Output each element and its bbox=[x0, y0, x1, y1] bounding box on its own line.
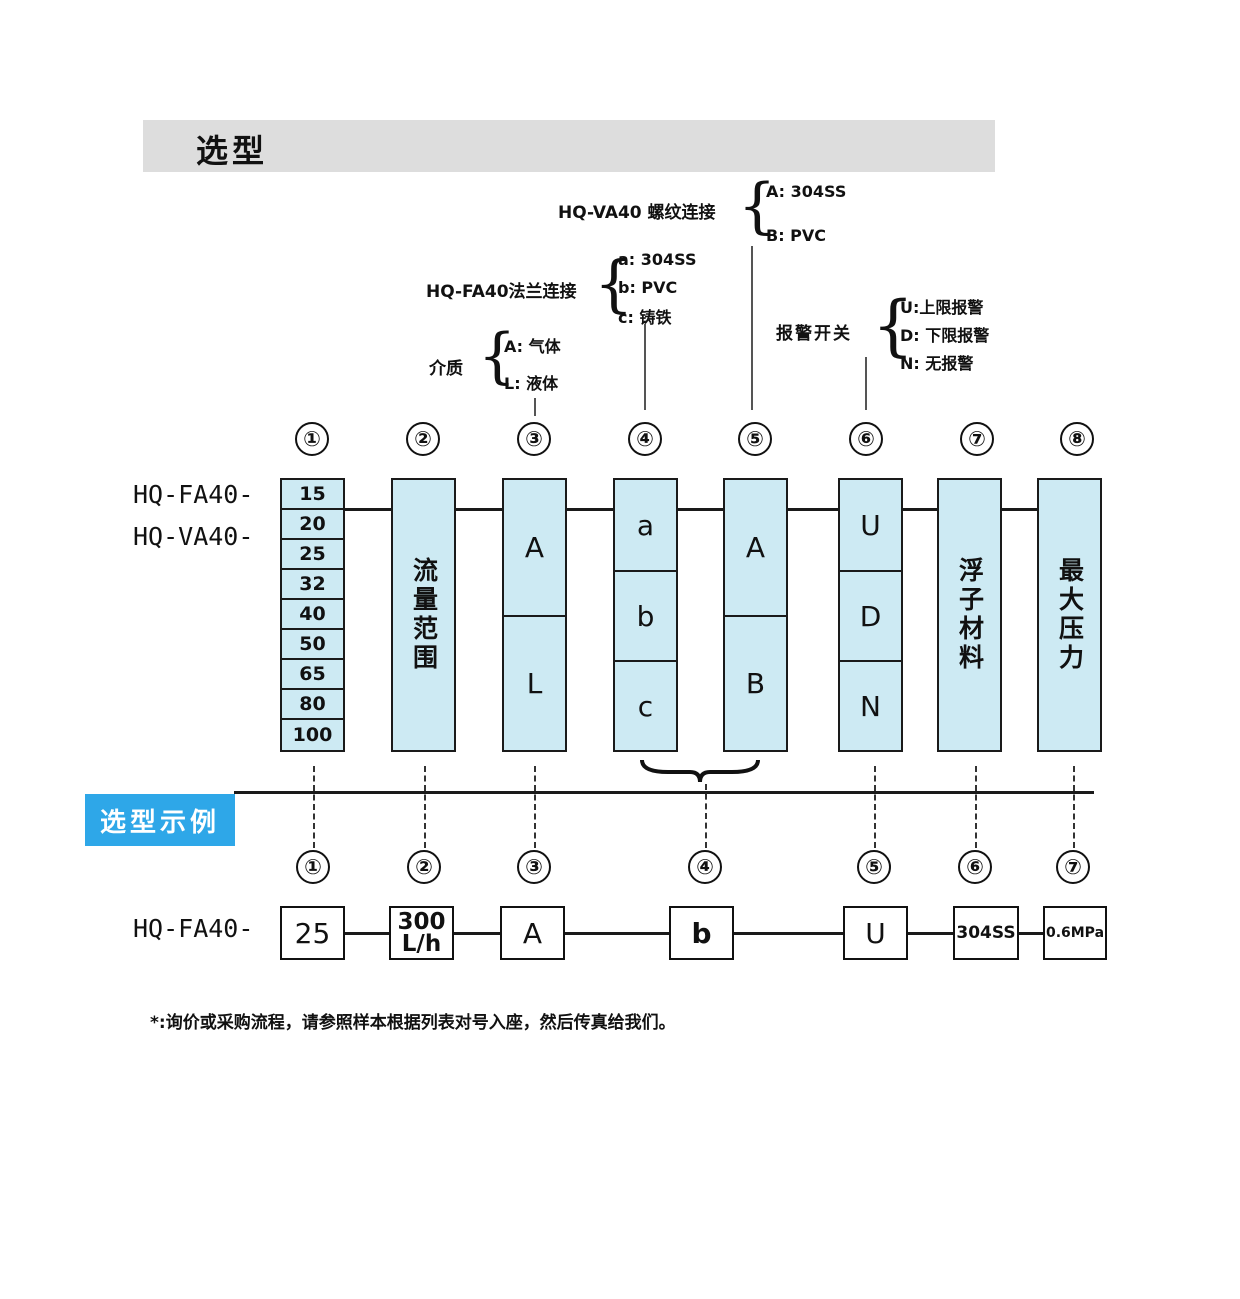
size-cell: 100 bbox=[292, 724, 333, 746]
example-value-text: U bbox=[865, 916, 886, 950]
fa40-option-c: c: 铸铁 bbox=[618, 308, 672, 327]
flange-material-cell: c bbox=[637, 689, 654, 723]
float-material-label: 浮子材料 bbox=[955, 557, 985, 673]
model-code-va40: HQ-VA40- bbox=[133, 522, 254, 551]
flange-material-cell: b bbox=[615, 572, 676, 662]
thread-material-cell: B bbox=[745, 667, 766, 700]
float-material-column: 浮子材料 bbox=[937, 478, 1002, 752]
flange-material-column: a b c bbox=[613, 478, 678, 752]
step-number-5: ⑤ bbox=[738, 422, 772, 456]
size-cell: 25 bbox=[282, 540, 343, 570]
connector-line-4 bbox=[644, 324, 646, 410]
example-step-number-3: ③ bbox=[517, 850, 551, 884]
fa40-option-b: b: PVC bbox=[618, 278, 678, 297]
alarm-brace-icon: { bbox=[872, 287, 914, 364]
example-value-text: b bbox=[691, 916, 712, 950]
dashed-guide-1 bbox=[313, 766, 315, 848]
step-number-3: ③ bbox=[517, 422, 551, 456]
merge-brace-icon bbox=[640, 759, 760, 783]
medium-option-l: L: 液体 bbox=[504, 374, 559, 393]
max-pressure-column: 最大压力 bbox=[1037, 478, 1102, 752]
size-cell: 50 bbox=[282, 630, 343, 660]
medium-option-a: A: 气体 bbox=[504, 337, 561, 356]
fa40-brace-icon: { bbox=[594, 247, 634, 320]
thread-material-cell: A bbox=[725, 480, 786, 617]
example-value-size: 25 bbox=[280, 906, 345, 960]
example-badge: 选型示例 bbox=[85, 794, 235, 846]
alarm-option-d: D: 下限报警 bbox=[900, 326, 990, 345]
example-value-medium: A bbox=[500, 906, 565, 960]
va40-brace-icon: { bbox=[738, 171, 777, 241]
va40-option-b: B: PVC bbox=[766, 226, 827, 245]
page-title: 选型 bbox=[196, 132, 269, 170]
step-number-6: ⑥ bbox=[849, 422, 883, 456]
step-number-4: ④ bbox=[628, 422, 662, 456]
alarm-column: U D N bbox=[838, 478, 903, 752]
dashed-guide-4 bbox=[705, 784, 707, 848]
example-step-number-7: ⑦ bbox=[1056, 850, 1090, 884]
size-cell: 32 bbox=[282, 570, 343, 600]
flange-material-cell: a bbox=[615, 480, 676, 572]
example-step-number-4: ④ bbox=[688, 850, 722, 884]
va40-option-label: HQ-VA40 螺纹连接 bbox=[558, 203, 716, 223]
connector-line-3 bbox=[534, 398, 536, 416]
medium-cell: L bbox=[526, 667, 543, 700]
example-step-number-2: ② bbox=[407, 850, 441, 884]
flow-range-label: 流量范围 bbox=[409, 557, 439, 673]
medium-brace-icon: { bbox=[478, 321, 517, 391]
size-cell: 80 bbox=[282, 690, 343, 720]
example-value-float-material: 304SS bbox=[953, 906, 1019, 960]
dashed-guide-5 bbox=[874, 766, 876, 848]
example-value-max-pressure: 0.6MPa bbox=[1043, 906, 1107, 960]
step-number-2: ② bbox=[406, 422, 440, 456]
dashed-guide-7 bbox=[1073, 766, 1075, 848]
connector-line-5 bbox=[751, 246, 753, 410]
example-step-number-6: ⑥ bbox=[958, 850, 992, 884]
dashed-guide-6 bbox=[975, 766, 977, 848]
example-step-number-5: ⑤ bbox=[857, 850, 891, 884]
alarm-option-u: U:上限报警 bbox=[900, 298, 984, 317]
example-step-number-1: ① bbox=[296, 850, 330, 884]
footnote: *:询价或采购流程，请参照样本根据列表对号入座，然后传真给我们。 bbox=[150, 1013, 676, 1033]
medium-option-label: 介质 bbox=[429, 359, 463, 379]
example-value-text: 300 L/h bbox=[397, 909, 446, 957]
example-model-code: HQ-FA40- bbox=[133, 914, 254, 943]
example-value-text: 25 bbox=[294, 916, 331, 950]
example-value-flow: 300 L/h bbox=[389, 906, 454, 960]
va40-option-a: A: 304SS bbox=[766, 182, 847, 201]
size-cell: 40 bbox=[282, 600, 343, 630]
fa40-option-label: HQ-FA40法兰连接 bbox=[426, 282, 577, 302]
alarm-option-n: N: 无报警 bbox=[900, 354, 974, 373]
flow-range-column: 流量范围 bbox=[391, 478, 456, 752]
alarm-cell: N bbox=[860, 689, 881, 723]
step-number-8: ⑧ bbox=[1060, 422, 1094, 456]
model-connector-line bbox=[344, 508, 1039, 511]
example-value-alarm: U bbox=[843, 906, 908, 960]
max-pressure-label: 最大压力 bbox=[1055, 557, 1085, 673]
fa40-option-a: a: 304SS bbox=[618, 250, 697, 269]
connector-line-6 bbox=[865, 357, 867, 410]
step-number-7: ⑦ bbox=[960, 422, 994, 456]
header-bar bbox=[143, 120, 995, 172]
medium-column: A L bbox=[502, 478, 567, 752]
dashed-guide-3 bbox=[534, 766, 536, 848]
alarm-cell: D bbox=[840, 572, 901, 662]
dashed-guide-2 bbox=[424, 766, 426, 848]
model-code-fa40: HQ-FA40- bbox=[133, 480, 254, 509]
size-column: 15 20 25 32 40 50 65 80 100 bbox=[280, 478, 345, 752]
alarm-cell: U bbox=[840, 480, 901, 572]
size-cell: 20 bbox=[282, 510, 343, 540]
section-separator bbox=[234, 791, 1094, 794]
medium-cell: A bbox=[504, 480, 565, 617]
example-value-material: b bbox=[669, 906, 734, 960]
alarm-option-label: 报警开关 bbox=[776, 324, 852, 344]
thread-material-column: A B bbox=[723, 478, 788, 752]
example-value-text: 0.6MPa bbox=[1045, 925, 1105, 941]
size-cell: 15 bbox=[282, 480, 343, 510]
example-value-text: A bbox=[522, 916, 543, 950]
step-number-1: ① bbox=[295, 422, 329, 456]
size-cell: 65 bbox=[282, 660, 343, 690]
example-value-text: 304SS bbox=[956, 923, 1016, 943]
